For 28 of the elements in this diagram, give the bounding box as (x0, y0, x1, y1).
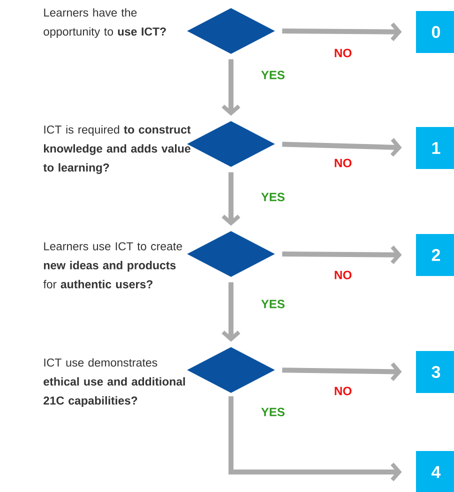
edge-label: YES (260, 406, 286, 418)
question-text: Learners use ICT to create new ideas and products for authentic users? (43, 242, 182, 288)
result-box: 2 (416, 234, 454, 276)
question-text: ICT use demonstrates ethical use and additional 21C capabilities? (44, 358, 185, 407)
arrow (222, 59, 240, 116)
result-box: 3 (416, 351, 454, 393)
result-box: 4 (416, 451, 454, 492)
question-text: ICT is required to construct knowledge and adds value to learning? (43, 125, 191, 174)
arrow (282, 362, 402, 381)
decision-diamond (187, 231, 275, 277)
edge-label: NO (333, 158, 353, 168)
arrow (282, 138, 402, 157)
edge-label: YES (260, 298, 286, 310)
edge-label: YES (260, 192, 286, 202)
decision-diamond (187, 8, 275, 54)
arrow (222, 172, 240, 226)
edge-label: NO (333, 270, 353, 280)
arrow (282, 22, 402, 42)
result-box: 1 (416, 127, 454, 169)
edge-label: NO (333, 48, 353, 58)
edge-label: YES (260, 70, 286, 80)
result-box: 0 (416, 11, 454, 53)
decision-diamond (187, 347, 275, 393)
arrow (282, 246, 402, 264)
arrow (222, 282, 240, 342)
question-text: Learners have the opportunity to use ICT? (44, 8, 166, 38)
edge-label: NO (333, 386, 353, 396)
arrow (228, 396, 402, 482)
